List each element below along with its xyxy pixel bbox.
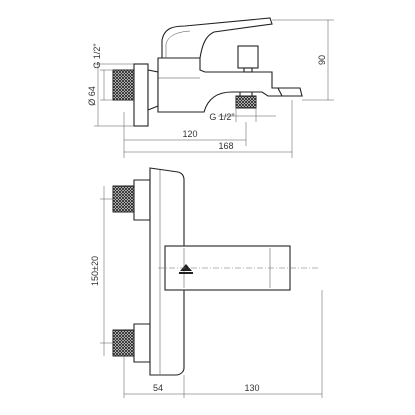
coupling-flange (133, 63, 149, 127)
dim-depth-total: 168 (218, 141, 233, 151)
coupling-nut (147, 69, 159, 111)
spout (277, 87, 303, 97)
lower-coupling-nut (133, 323, 151, 363)
dim-center-distance: 150±20 (90, 256, 100, 286)
inlet-thread-top (112, 69, 135, 101)
dim-thread-bottom: G 1/2" (209, 112, 234, 122)
dim-height: 90 (317, 55, 327, 65)
inlet-thread-lower (112, 329, 135, 357)
dim-width-right: 130 (244, 383, 259, 393)
upper-coupling-nut (133, 179, 151, 221)
dim-thread-top: G 1/2" (92, 43, 102, 68)
shower-outlet-thread (235, 95, 257, 109)
brand-logo-icon (180, 264, 192, 271)
dim-diameter: Ø 64 (87, 86, 97, 106)
dim-depth-outlet: 120 (182, 129, 197, 139)
lever-handle (161, 17, 273, 59)
diverter-knob (237, 45, 259, 69)
mixer-body (157, 57, 303, 113)
front-view: 150±20 54 130 (90, 167, 323, 398)
inlet-thread-upper (112, 185, 135, 213)
side-view: G 1/2" Ø 64 90 G 1/2" 120 168 (87, 17, 334, 158)
dim-offset-left: 54 (153, 383, 163, 393)
